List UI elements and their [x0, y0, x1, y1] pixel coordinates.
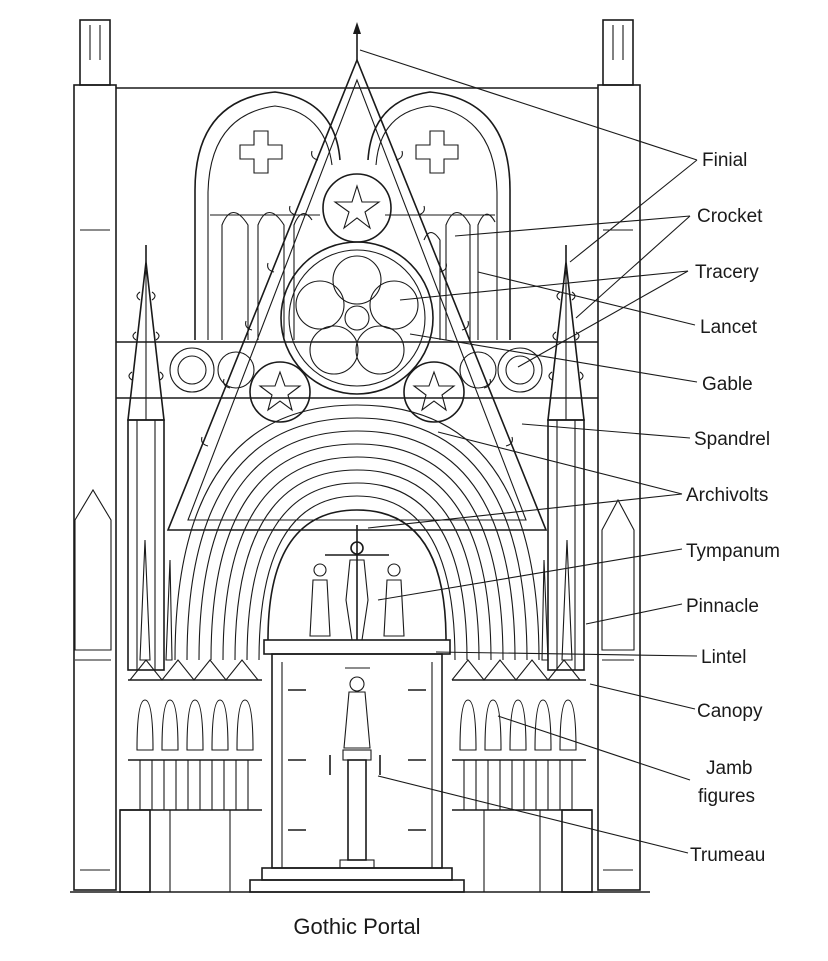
leader-lintel: [435, 651, 698, 657]
label-spandrel: Spandrel: [694, 429, 770, 450]
leader-lancet: [477, 271, 696, 326]
lintel: [263, 639, 451, 655]
right-buttress: [597, 19, 641, 891]
leader-archivolts-2: [367, 493, 683, 529]
rose-window: [249, 173, 465, 423]
leader-jamb-figures: [497, 715, 691, 781]
leader-tracery-2: [517, 270, 689, 368]
label-tympanum: Tympanum: [686, 541, 780, 562]
leader-lines: [359, 49, 698, 854]
leader-finial-2: [569, 159, 698, 263]
leader-finial-1: [359, 49, 698, 161]
label-crocket: Crocket: [697, 206, 763, 227]
left-tall-pinnacle: [127, 245, 165, 671]
leader-crocket-2: [575, 215, 691, 319]
label-lancet: Lancet: [700, 317, 758, 338]
part-labels: Finial Crocket Tracery Lancet Gable Span…: [686, 150, 780, 866]
tympanum-figures: [309, 525, 405, 641]
leader-trumeau: [377, 775, 689, 854]
leader-tympanum: [377, 548, 683, 601]
label-tracery: Tracery: [695, 262, 759, 283]
right-lancet-window: [367, 91, 511, 340]
leader-tracery-1: [399, 270, 689, 301]
left-lancet-window: [194, 91, 341, 340]
left-buttress: [73, 19, 117, 891]
steps: [249, 867, 465, 893]
label-canopy: Canopy: [697, 701, 763, 722]
label-jamb: Jamb: [706, 758, 752, 779]
right-jamb-figures: [451, 539, 593, 893]
leader-crocket-1: [454, 215, 691, 237]
right-tall-pinnacle: [547, 245, 585, 671]
leader-archivolts-1: [437, 431, 683, 495]
diagram-caption: Gothic Portal: [293, 914, 420, 939]
label-pinnacle: Pinnacle: [686, 596, 759, 617]
gable: [166, 22, 548, 531]
archivolts: [174, 404, 540, 661]
left-jamb-figures: [119, 539, 262, 893]
leader-spandrel: [521, 423, 691, 439]
label-finial: Finial: [702, 150, 747, 171]
leader-gable: [409, 333, 698, 383]
label-lintel: Lintel: [701, 647, 746, 668]
leader-canopy: [589, 683, 696, 710]
tracery-band: [116, 341, 598, 399]
trumeau: [339, 667, 375, 869]
label-archivolts: Archivolts: [686, 485, 768, 506]
label-figures: figures: [698, 786, 755, 807]
label-gable: Gable: [702, 374, 753, 395]
label-trumeau: Trumeau: [690, 845, 765, 866]
portal-drawing: [70, 19, 650, 893]
leader-pinnacle: [585, 603, 683, 625]
doors: [271, 653, 443, 869]
